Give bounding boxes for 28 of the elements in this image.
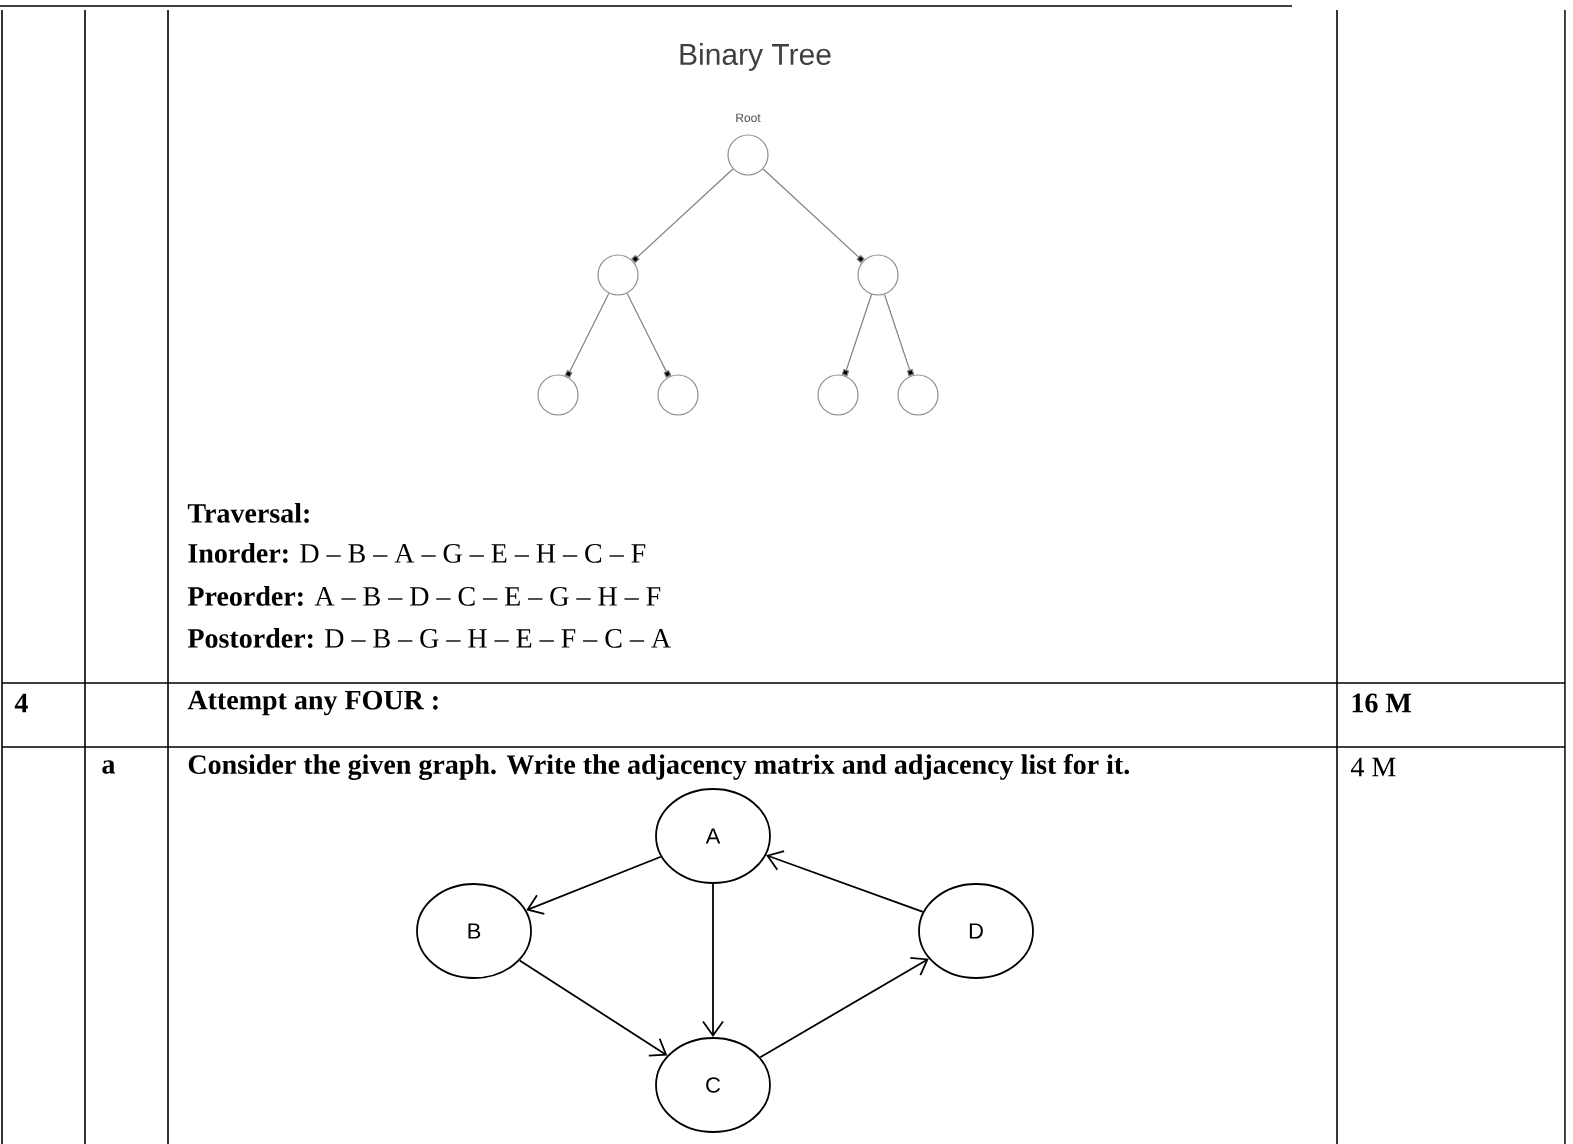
tree-edge [883,293,915,377]
arrow [759,957,929,1059]
sub-question-letter: a [102,760,115,774]
tree-edge [841,293,873,377]
marks-text: 16 M [1352,693,1412,713]
root-label: Root [736,113,761,122]
tree-node-circle [597,254,639,296]
diagram-title: Binary Tree [680,43,831,71]
traversal-heading: Traversal: [187,503,309,523]
question-number: 4 [14,693,28,713]
instruction-text: Attempt any FOUR : [187,690,438,716]
tree-node-circle [727,134,769,176]
tree-edge [626,292,672,378]
tree-node-circle [537,374,579,416]
marks-text: 4 M [1350,757,1396,777]
tree-node-circle [657,374,699,416]
arrow [526,855,662,915]
traversal-line: Postorder: D – B – G – H – E – F – C – A [187,628,671,648]
tree-node-circle [897,374,939,416]
tree-node-circle [857,254,899,296]
tree-edge [564,292,610,378]
tree-node-circle [817,374,859,416]
traversal-line: Inorder: D – B – A – G – E – H – C – F [188,543,646,563]
arrow [518,959,668,1057]
question-text: Consider the given graph. Write the adjacency matrix and adjacency list for it. [188,754,1129,780]
arrow [702,883,724,1038]
arrow [766,850,924,913]
traversal-line: Preorder: A – B – D – C – E – G – H – F [187,586,661,606]
